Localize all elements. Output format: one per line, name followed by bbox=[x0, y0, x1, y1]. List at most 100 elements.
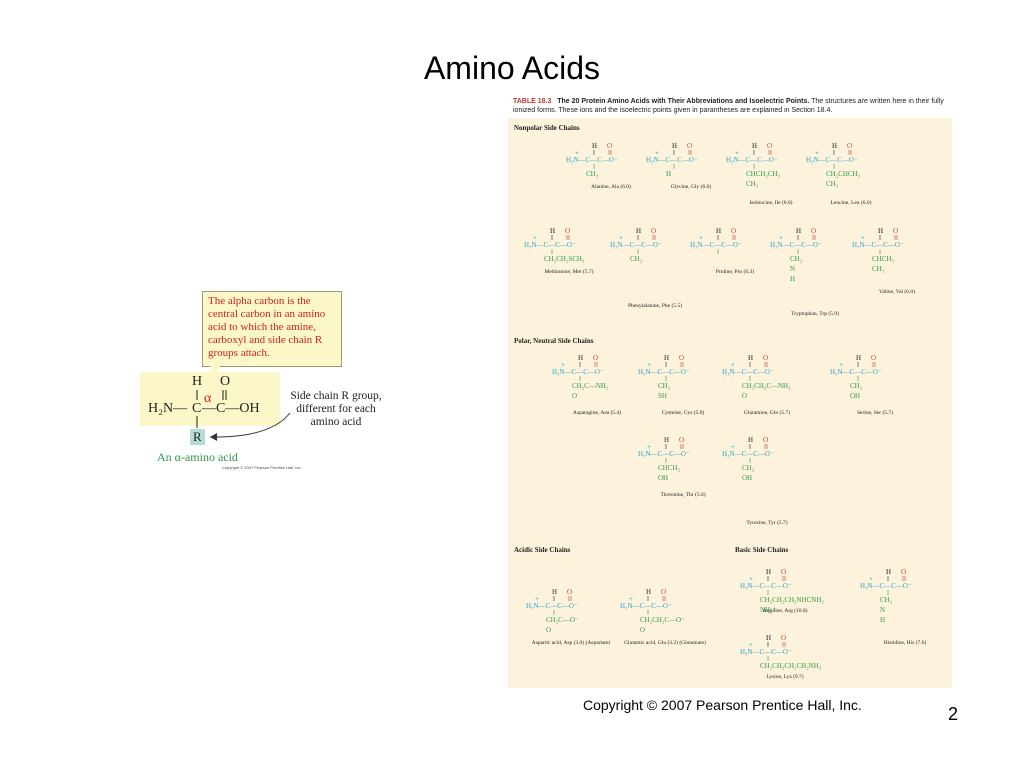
backbone-chain: H₃N—C—C—O⁻ bbox=[690, 241, 742, 249]
backbone-o: O bbox=[871, 354, 876, 362]
copyright-notice: Copyright © 2007 Pearson Prentice Hall, … bbox=[583, 697, 862, 713]
charge-plus: + bbox=[749, 641, 753, 649]
side-chain-text: CH₂CH₂C—O⁻ bbox=[640, 616, 685, 624]
backbone-chain: H₃N—C—C—O⁻ bbox=[740, 648, 792, 656]
backbone-chain: H₃N—C—C—O⁻ bbox=[610, 241, 662, 249]
backbone-h: H bbox=[636, 227, 641, 235]
backbone-h: H bbox=[552, 588, 557, 596]
side-chain-text: CH₃ bbox=[746, 180, 759, 188]
backbone-o: O bbox=[763, 436, 768, 444]
amine-group: H₂N— bbox=[148, 401, 188, 416]
backbone-h: H bbox=[796, 227, 801, 235]
figure-copyright: Copyright © 2007 Pearson Prentice Hall, … bbox=[222, 465, 302, 470]
charge-plus: + bbox=[561, 361, 565, 369]
backbone-chain: H₃N—C—C—O⁻ bbox=[722, 368, 774, 376]
table-header: TABLE 18.3 The 20 Protein Amino Acids wi… bbox=[513, 97, 953, 115]
backbone-o: O bbox=[651, 227, 656, 235]
amino-acid-name: Glutamic acid, Glu (3.2) (Glutamate) bbox=[624, 640, 706, 646]
side-chain-text: CH₂ bbox=[658, 382, 671, 390]
backbone-h: H bbox=[886, 568, 891, 576]
backbone-h: H bbox=[748, 354, 753, 362]
alpha-symbol: α bbox=[204, 391, 212, 406]
charge-plus: + bbox=[647, 361, 651, 369]
backbone-chain: H₃N—C—C—O⁻ bbox=[726, 156, 778, 164]
backbone-chain: H₃N—C—C—O⁻ bbox=[638, 368, 690, 376]
amino-acid-table bbox=[508, 118, 952, 688]
side-chain-text: CHCH₃ bbox=[872, 255, 894, 263]
charge-plus: + bbox=[869, 575, 873, 583]
backbone-h: H bbox=[716, 227, 721, 235]
charge-plus: + bbox=[647, 443, 651, 451]
backbone-o: O bbox=[607, 142, 612, 150]
table-title: The 20 Protein Amino Acids with Their Ab… bbox=[557, 98, 810, 105]
backbone-h: H bbox=[752, 142, 757, 150]
side-chain-text: CHCH₃ bbox=[658, 464, 680, 472]
backbone-o: O bbox=[679, 436, 684, 444]
amino-acid-name: Arginine, Arg (10.8) bbox=[762, 608, 808, 614]
backbone-o: O bbox=[661, 588, 666, 596]
amino-acid-name: Proline, Pro (6.3) bbox=[715, 269, 755, 275]
backbone-h: H bbox=[878, 227, 883, 235]
amino-acid-name: Asparagine, Asn (5.4) bbox=[572, 410, 622, 416]
side-chain-text: CH₂ bbox=[630, 255, 643, 263]
alpha-amino-acid-caption: An α-amino acid bbox=[157, 450, 238, 464]
side-chain-text: N bbox=[790, 265, 795, 273]
alpha-carbon: C bbox=[192, 401, 202, 416]
backbone-h: H bbox=[646, 588, 651, 596]
backbone-chain: H₃N—C—C—O⁻ bbox=[770, 241, 822, 249]
backbone-h: H bbox=[766, 568, 771, 576]
table-number: TABLE 18.3 bbox=[513, 98, 552, 105]
side-chain-text: CH₂CH₂CH₂NHCNH₂ bbox=[760, 596, 824, 604]
amino-acid-name: Glutamine, Gln (5.7) bbox=[743, 410, 791, 416]
side-chain-text: CH₂C—O⁻ bbox=[546, 616, 579, 624]
side-chain-text: OH bbox=[850, 392, 860, 400]
backbone-h: H bbox=[592, 142, 597, 150]
backbone-o: O bbox=[781, 634, 786, 642]
backbone-h: H bbox=[664, 436, 669, 444]
charge-plus: + bbox=[655, 149, 659, 157]
charge-plus: + bbox=[575, 149, 579, 157]
backbone-o: O bbox=[847, 142, 852, 150]
side-chain-text: OH bbox=[658, 474, 668, 482]
backbone-chain: H₃N—C—C—O⁻ bbox=[566, 156, 618, 164]
backbone-o: O bbox=[567, 588, 572, 596]
amino-acid-name: Leucine, Leu (6.0) bbox=[830, 200, 872, 206]
page-number: 2 bbox=[948, 704, 959, 724]
charge-plus: + bbox=[731, 361, 735, 369]
side-chain-text: CH₂CH₂SCH₃ bbox=[544, 255, 585, 263]
charge-plus: + bbox=[815, 149, 819, 157]
side-chain-text: CH₂CH₂CH₂CH₂NH₃ bbox=[760, 662, 822, 670]
section-nonpolar: Nonpolar Side Chains bbox=[514, 124, 580, 132]
charge-plus: + bbox=[533, 234, 537, 242]
amino-acid-name: Aspartic acid, Asp (3.0) (Aspartate) bbox=[531, 640, 611, 646]
backbone-chain: H₃N—C—C—O⁻ bbox=[552, 368, 604, 376]
backbone-o: O bbox=[565, 227, 570, 235]
backbone-h: H bbox=[832, 142, 837, 150]
side-chain-text: O bbox=[572, 392, 577, 400]
amino-acid-name: Glycine, Gly (6.0) bbox=[670, 184, 712, 190]
amino-acid-name: Tyrosine, Tyr (5.7) bbox=[746, 520, 788, 526]
backbone-h: H bbox=[664, 354, 669, 362]
backbone-o: O bbox=[781, 568, 786, 576]
side-chain-text: CHCH₂CH₃ bbox=[746, 170, 781, 178]
amino-acid-name: Histidine, His (7.6) bbox=[883, 640, 927, 646]
alpha-h-atom: H bbox=[192, 374, 203, 389]
